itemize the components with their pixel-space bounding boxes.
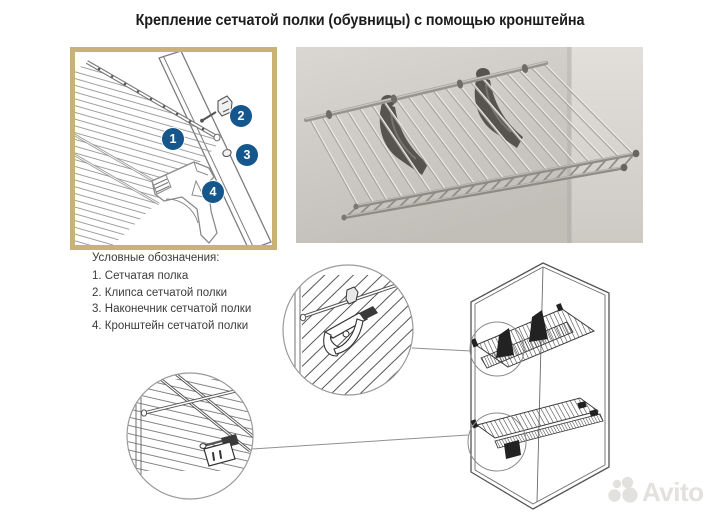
end-cap-part-drawing: [222, 148, 232, 158]
legend-item-3: 3. Наконечник сетчатой полки: [92, 303, 252, 315]
leader-line-top: [411, 347, 472, 352]
detail-marker-circle-bottom: [467, 412, 527, 472]
legend-heading: Условные обозначения:: [92, 252, 220, 264]
product-photo-art: [296, 47, 643, 243]
page-title: Крепление сетчатой полки (обувницы) с по…: [135, 12, 585, 29]
photo-shelf-wires: [309, 62, 636, 207]
legend-item-4: 4. Кронштейн сетчатой полки: [92, 319, 249, 332]
legend-item-1: 1. Сетчатая полка: [92, 270, 189, 282]
legend-item-2: 2. Клипса сетчатой полки: [92, 286, 228, 299]
bracket-part-drawing: [151, 161, 218, 244]
exploded-diagram-frame: 1 2 3 4: [70, 47, 277, 250]
detail-circle-corner: [126, 372, 254, 500]
leader-line-bottom: [251, 434, 469, 450]
cabinet-bottom-shelf: [470, 397, 604, 459]
photo-front-rail: [341, 149, 640, 221]
legend: Условные обозначения: 1. Сетчатая полка …: [92, 252, 302, 336]
photo-wall-rail: [303, 60, 549, 123]
mesh-shelf-drawing: [75, 60, 221, 245]
callout-3: 3: [236, 144, 258, 166]
cabinet-outline: [470, 262, 610, 510]
cabinet-top-shelf: [470, 303, 596, 369]
detail-circle-bracket: [282, 264, 414, 396]
avito-logo-icon: [608, 476, 638, 503]
detail-marker-circle-top: [469, 321, 525, 377]
callout-4: 4: [202, 181, 224, 203]
product-photo: [296, 47, 643, 243]
exploded-diagram-art: [75, 52, 272, 245]
watermark-brand-text: Avito: [642, 476, 704, 507]
cabinet-technical-drawing: [100, 255, 720, 520]
cabinet-drawing-art: [126, 262, 610, 510]
callout-2: 2: [230, 105, 252, 127]
callout-1: 1: [162, 128, 184, 150]
watermark: Avito: [606, 472, 718, 512]
